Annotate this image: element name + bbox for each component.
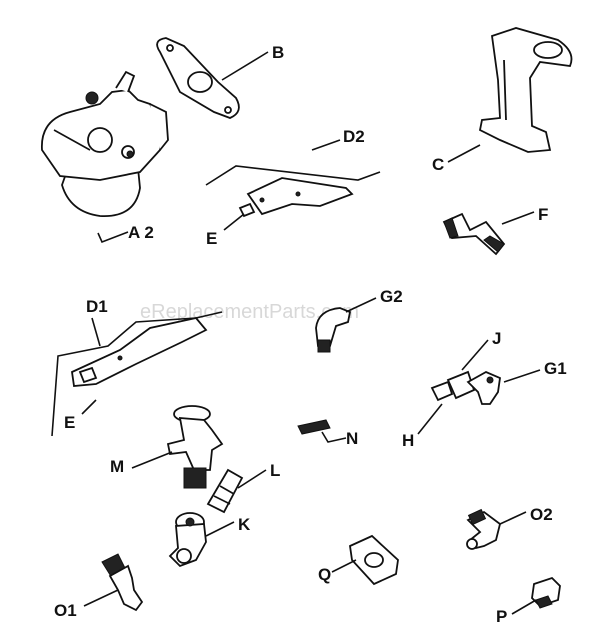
elbow-part-c: [478, 27, 573, 153]
spacer-part-q: [349, 534, 399, 586]
label-g2: G2: [380, 287, 403, 306]
label-a2: A 2: [128, 223, 154, 242]
fitting-part-o1: [101, 553, 144, 612]
leader-e-top: [223, 213, 245, 231]
tee-part-k: [168, 512, 207, 568]
screw-part-e-top: [238, 202, 256, 218]
leader-f: [501, 211, 535, 225]
label-e-bottom: E: [64, 413, 75, 432]
leader-g2: [345, 297, 377, 313]
leader-d2: [311, 139, 341, 151]
valve-part-m: [166, 405, 224, 489]
label-p: P: [496, 607, 507, 626]
leader-e-bottom: [81, 399, 97, 415]
leader-l: [237, 469, 267, 489]
label-n: N: [346, 429, 358, 448]
leader-p: [511, 599, 537, 615]
leader-n: [321, 431, 347, 443]
leader-d1: [91, 317, 101, 347]
label-m: M: [110, 457, 124, 476]
leader-k: [205, 521, 235, 537]
leader-a2: [97, 231, 129, 244]
label-k: K: [238, 515, 251, 534]
label-b: B: [272, 43, 284, 62]
bracket-part-d2: [205, 165, 381, 216]
gasket-part-b: [156, 37, 240, 119]
leader-o2: [499, 511, 527, 525]
nipple-part-n: [297, 419, 331, 435]
label-f: F: [538, 205, 548, 224]
label-j: J: [492, 329, 501, 348]
leader-m: [131, 451, 173, 469]
elbow-part-g2: [315, 307, 352, 353]
label-q: Q: [318, 565, 331, 584]
nipple-part-p: [531, 576, 561, 609]
leader-c: [447, 144, 481, 163]
label-o2: O2: [530, 505, 553, 524]
label-h: H: [402, 431, 414, 450]
carburetor-part-a2: [41, 70, 169, 217]
leader-g1: [503, 369, 541, 383]
label-d2: D2: [343, 127, 365, 146]
leader-q: [331, 559, 357, 573]
fitting-part-h: [430, 380, 454, 402]
leader-j: [461, 339, 489, 371]
label-e-top: E: [206, 229, 217, 248]
fitting-part-f: [442, 212, 506, 256]
screw-part-e-bottom: [78, 366, 98, 384]
label-d1: D1: [86, 297, 108, 316]
elbow-part-o2: [466, 508, 502, 550]
fitting-part-j: [446, 370, 476, 400]
leader-o1: [83, 589, 119, 607]
label-o1: O1: [54, 601, 77, 620]
label-l: L: [270, 461, 280, 480]
label-c: C: [432, 155, 444, 174]
nipple-part-l: [206, 468, 244, 514]
leader-h: [417, 403, 443, 435]
label-g1: G1: [544, 359, 567, 378]
elbow-part-g1: [466, 370, 501, 405]
leader-b: [221, 51, 269, 81]
